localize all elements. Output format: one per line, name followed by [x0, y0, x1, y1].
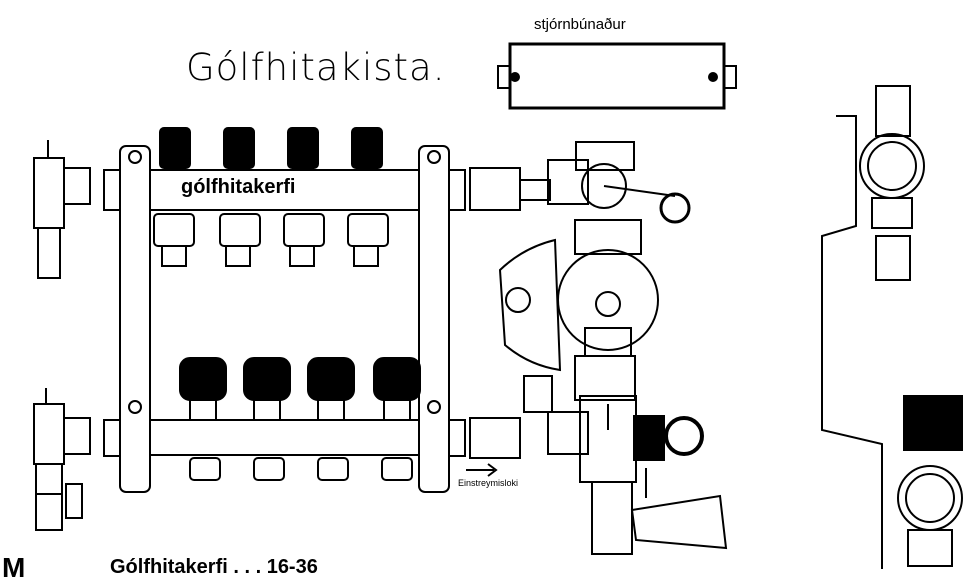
diagram-title: Gólfhitakista.: [186, 46, 446, 89]
top-valves: [153, 213, 389, 267]
thermal-actuators: [179, 357, 421, 421]
left-drain-valves: [33, 140, 91, 531]
pump-group: [469, 141, 728, 555]
diagram-canvas: Gólfhitakista. stjórnbúnaður gólfhitaker…: [2, 16, 963, 583]
manifold-drawing: [33, 42, 963, 569]
bottom-outlets: [189, 457, 413, 481]
footer-text: Gólfhitakerfi . . . 16-36: [110, 556, 318, 578]
system-label: gólfhitakerfi: [181, 176, 296, 198]
side-view: [821, 85, 963, 569]
control-unit-box: [497, 42, 737, 110]
flow-label: Einstreymisloki: [458, 478, 519, 488]
flow-arrow: [466, 463, 498, 477]
footer-symbol: M: [2, 552, 26, 583]
control-unit-label: stjórnbúnaður: [534, 16, 626, 33]
top-actuators: [159, 127, 383, 169]
